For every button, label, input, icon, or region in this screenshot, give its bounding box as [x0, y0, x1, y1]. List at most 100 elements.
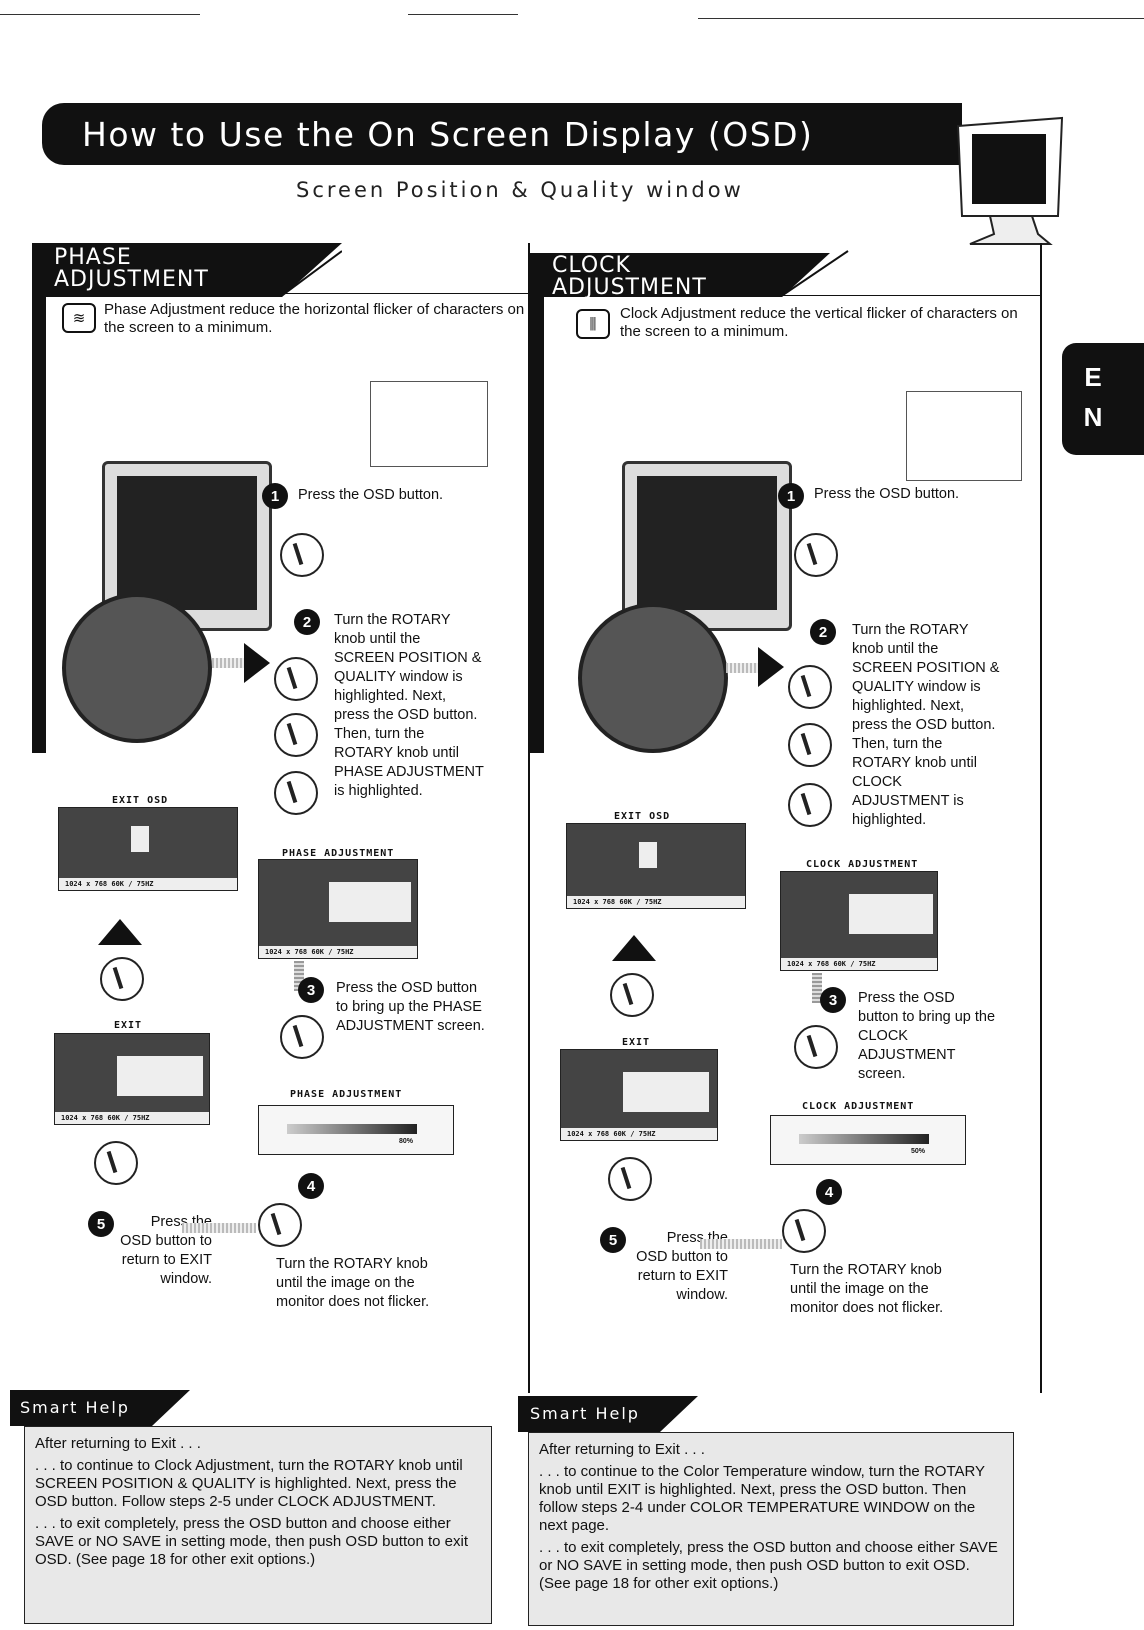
clock-zoom-circle [578, 603, 728, 753]
phase-panel-top-rule [46, 293, 528, 294]
clock-icon: ⫼ [576, 309, 610, 339]
clock-osd-res-1: 1024 x 768 60K / 75HZ [567, 896, 745, 908]
clock-gray-connector [726, 663, 766, 673]
phase-arrow-right [244, 643, 270, 683]
phase-tab-shape [32, 243, 342, 297]
page-subtitle: Screen Position & Quality window [296, 178, 744, 202]
clock-panel: CLOCK ADJUSTMENT ⫼ Clock Adjustment redu… [530, 243, 1042, 1393]
phase-smart-help-tab [10, 1390, 190, 1426]
clock-flicker-diagram [906, 391, 1022, 481]
clock-osd-adj-label: CLOCK ADJUSTMENT [806, 859, 919, 870]
phase-step-1-number: 1 [262, 483, 288, 509]
phase-flicker-diagram [370, 381, 488, 467]
phase-section-title: PHASE ADJUSTMENT [54, 245, 209, 292]
clock-knob-5 [610, 973, 654, 1017]
clock-knob-4 [788, 783, 832, 827]
clock-knob-6 [794, 1025, 838, 1069]
clock-step-3-number: 3 [820, 987, 846, 1013]
phase-knob-7 [94, 1141, 138, 1185]
clock-smart-help-line-1: After returning to Exit . . . [539, 1441, 705, 1458]
page-title: How to Use the On Screen Display (OSD) [82, 115, 814, 154]
clock-panel-bar [530, 283, 544, 753]
clock-smart-help: Smart Help After returning to Exit . . .… [518, 1396, 1018, 1628]
phase-step-2-number: 2 [294, 609, 320, 635]
phase-smart-help-line-3: . . . to exit completely, press the OSD … [35, 1515, 469, 1568]
phase-knob-1 [280, 533, 324, 577]
phase-osd-adj-label: PHASE ADJUSTMENT [282, 848, 395, 859]
clock-step-1-text: Press the OSD button. [814, 486, 960, 502]
phase-knob-8 [258, 1203, 302, 1247]
phase-step-4-number: 4 [298, 1173, 324, 1199]
clock-osd-exit2-screen: 1024 x 768 60K / 75HZ [560, 1049, 718, 1141]
clock-knob-8 [782, 1209, 826, 1253]
clock-section-title: CLOCK ADJUSTMENT [552, 253, 707, 300]
clock-osd-exit2-label: EXIT [622, 1037, 651, 1048]
phase-osd-res-2: 1024 x 768 60K / 75HZ [259, 946, 417, 958]
phase-osd-exit2-label: EXIT [114, 1020, 143, 1031]
phase-gray-connector-3 [182, 1223, 256, 1233]
phase-panel-bar [32, 283, 46, 753]
clock-knob-2 [788, 665, 832, 709]
clock-osd-adj2-label: CLOCK ADJUSTMENT [802, 1101, 915, 1112]
phase-step-2-text: Turn the ROTARY knob until the SCREEN PO… [334, 612, 484, 799]
clock-step-1-number: 1 [778, 483, 804, 509]
clock-gray-connector-2 [812, 973, 822, 1003]
phase-step-1-text: Press the OSD button. [298, 487, 444, 503]
phase-osd-adj2-label: PHASE ADJUSTMENT [290, 1089, 403, 1100]
phase-gray-connector-2 [294, 961, 304, 991]
clock-arrow-right [758, 647, 784, 687]
clock-osd-exit-screen: 1024 x 768 60K / 75HZ [566, 823, 746, 909]
clock-step-2-number: 2 [810, 619, 836, 645]
clock-arrow-up [612, 935, 656, 961]
clock-adjustment-bar-box: 50% [770, 1115, 966, 1165]
phase-zoom-circle [62, 593, 212, 743]
lang-letter-n: N [1083, 402, 1103, 432]
clock-adjustment-percent: 50% [911, 1148, 926, 1155]
phase-step-5-number: 5 [88, 1211, 114, 1237]
phase-knob-4 [274, 771, 318, 815]
language-tab: E N [1062, 343, 1144, 455]
phase-smart-help-label: Smart Help [20, 1398, 130, 1417]
phase-smart-help: Smart Help After returning to Exit . . .… [10, 1390, 496, 1626]
clock-osd-exit-label: EXIT OSD [614, 811, 671, 822]
clock-smart-help-label: Smart Help [530, 1404, 640, 1423]
clock-smart-help-line-3: . . . to exit completely, press the OSD … [539, 1539, 998, 1592]
clock-osd-res-3: 1024 x 768 60K / 75HZ [561, 1128, 717, 1140]
top-rule-left [0, 14, 200, 15]
clock-smart-help-tab [518, 1396, 698, 1432]
phase-panel: PHASE ADJUSTMENT ≋ Phase Adjustment redu… [32, 243, 530, 1393]
phase-osd-res-3: 1024 x 768 60K / 75HZ [55, 1112, 209, 1124]
clock-monitor-illustration [622, 461, 792, 631]
phase-knob-5 [100, 957, 144, 1001]
clock-step-5-number: 5 [600, 1227, 626, 1253]
clock-knob-3 [788, 723, 832, 767]
phase-osd-exit-screen: 1024 x 768 60K / 75HZ [58, 807, 238, 891]
phase-section-tab: PHASE ADJUSTMENT [32, 243, 342, 297]
phase-icon: ≋ [62, 303, 96, 333]
phase-osd-exit-label: EXIT OSD [112, 795, 169, 806]
clock-osd-res-2: 1024 x 768 60K / 75HZ [781, 958, 937, 970]
monitor-icon [956, 116, 1064, 245]
clock-step-4-text: Turn the ROTARY knob until the image on … [790, 1262, 944, 1316]
phase-osd-exit2-screen: 1024 x 768 60K / 75HZ [54, 1033, 210, 1125]
phase-adjustment-bar [287, 1124, 417, 1134]
top-rule-center [408, 14, 518, 15]
phase-osd-res-1: 1024 x 768 60K / 75HZ [59, 878, 237, 890]
clock-step-2-text: Turn the ROTARY knob until the SCREEN PO… [852, 622, 1000, 828]
phase-smart-help-line-1: After returning to Exit . . . [35, 1435, 201, 1452]
clock-step-4-number: 4 [816, 1179, 842, 1205]
phase-step-3-number: 3 [298, 977, 324, 1003]
clock-knob-1 [794, 533, 838, 577]
phase-adjustment-bar-box: 80% [258, 1105, 454, 1155]
clock-panel-top-rule [544, 295, 1040, 296]
clock-adjustment-bar [799, 1134, 929, 1144]
phase-adjustment-percent: 80% [399, 1138, 414, 1145]
phase-gray-connector [212, 658, 252, 668]
lang-letter-e: E [1084, 362, 1102, 392]
clock-tab-shape [530, 250, 849, 297]
phase-intro: Phase Adjustment reduce the horizontal f… [104, 301, 525, 336]
clock-smart-help-line-2: . . . to continue to the Color Temperatu… [539, 1463, 985, 1534]
clock-osd-adj-screen: 1024 x 768 60K / 75HZ [780, 871, 938, 971]
phase-knob-2 [274, 657, 318, 701]
clock-step-3-text: Press the OSD button to bring up the CLO… [858, 990, 996, 1082]
